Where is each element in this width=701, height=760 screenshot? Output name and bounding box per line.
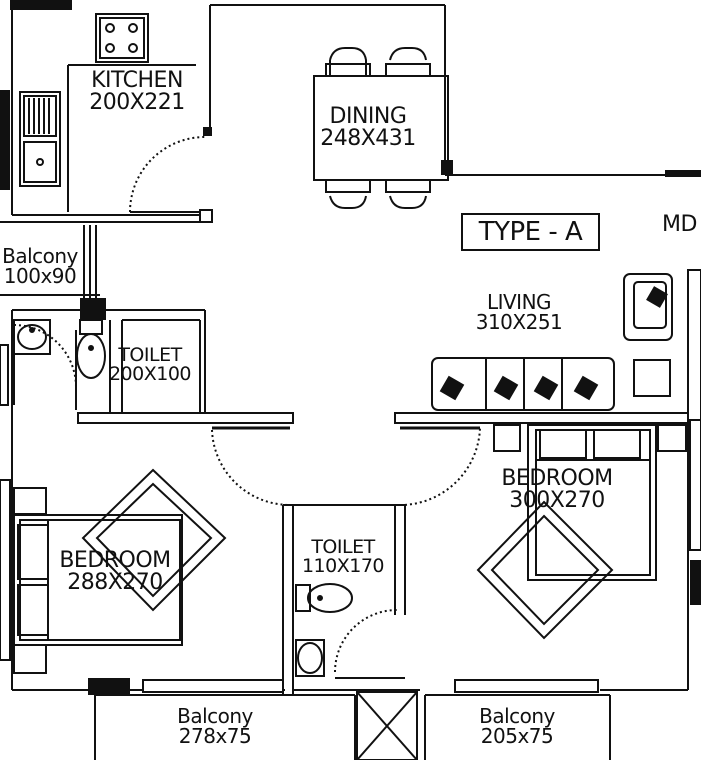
bedroom-1-size: 288X270 — [67, 570, 163, 596]
bedroom-1-label: BEDROOM 288X270 — [50, 548, 180, 596]
toilet-1-label: TOILET 200X100 — [100, 344, 200, 386]
washbasin-icon — [13, 319, 51, 355]
bedroom-2-name: BEDROOM — [501, 466, 613, 491]
toilet-2-label: TOILET 110X170 — [292, 536, 394, 578]
wc-icon-2 — [295, 583, 353, 613]
side-table — [633, 359, 671, 397]
toilet-1-name: TOILET — [118, 344, 182, 366]
kitchen-label: KITCHEN 200X221 — [82, 68, 192, 116]
living-name: LIVING — [486, 290, 552, 314]
toilet-1-size: 200X100 — [108, 363, 192, 386]
balcony-1-size: 278x75 — [178, 724, 252, 749]
living-label: LIVING 310X251 — [464, 292, 574, 333]
toilet-2-name: TOILET — [311, 536, 375, 558]
dining-label: DINING 248X431 — [314, 104, 422, 152]
bed-icon-2 — [493, 424, 687, 581]
living-size: 310X251 — [475, 310, 563, 335]
plan-type-label: TYPE - A — [461, 213, 600, 251]
toilet-2-size: 110X170 — [301, 555, 385, 578]
balcony-2-label: Balcony 205x75 — [462, 706, 572, 747]
balcony-1-label: Balcony 278x75 — [160, 706, 270, 747]
rug-icon-2 — [476, 500, 614, 640]
balcony-small-label: Balcony 100x90 — [0, 246, 86, 287]
bedroom-2-size: 300X270 — [509, 488, 605, 514]
balcony-2-name: Balcony — [479, 704, 555, 728]
bedroom-1-name: BEDROOM — [59, 548, 171, 573]
balcony-1-name: Balcony — [177, 704, 253, 728]
doors — [13, 136, 481, 673]
wc-icon — [76, 319, 106, 379]
stove-icon — [95, 13, 149, 63]
washbasin-icon-2 — [295, 639, 325, 677]
sink-icon — [19, 91, 61, 187]
dining-table-icon — [313, 47, 449, 209]
rug-icon — [81, 468, 227, 612]
sofa-icon — [431, 357, 615, 411]
balcony-small-size: 100x90 — [3, 264, 77, 289]
bedroom-2-label: BEDROOM 300X270 — [492, 466, 622, 514]
edge-label: MD — [662, 212, 697, 237]
balcony-2-size: 205x75 — [480, 724, 554, 749]
armchair-icon — [623, 273, 673, 341]
dining-size: 248X431 — [320, 126, 416, 152]
balcony-small-name: Balcony — [2, 244, 78, 268]
kitchen-name: KITCHEN — [91, 68, 183, 93]
kitchen-size: 200X221 — [89, 90, 185, 116]
dining-name: DINING — [329, 104, 407, 129]
